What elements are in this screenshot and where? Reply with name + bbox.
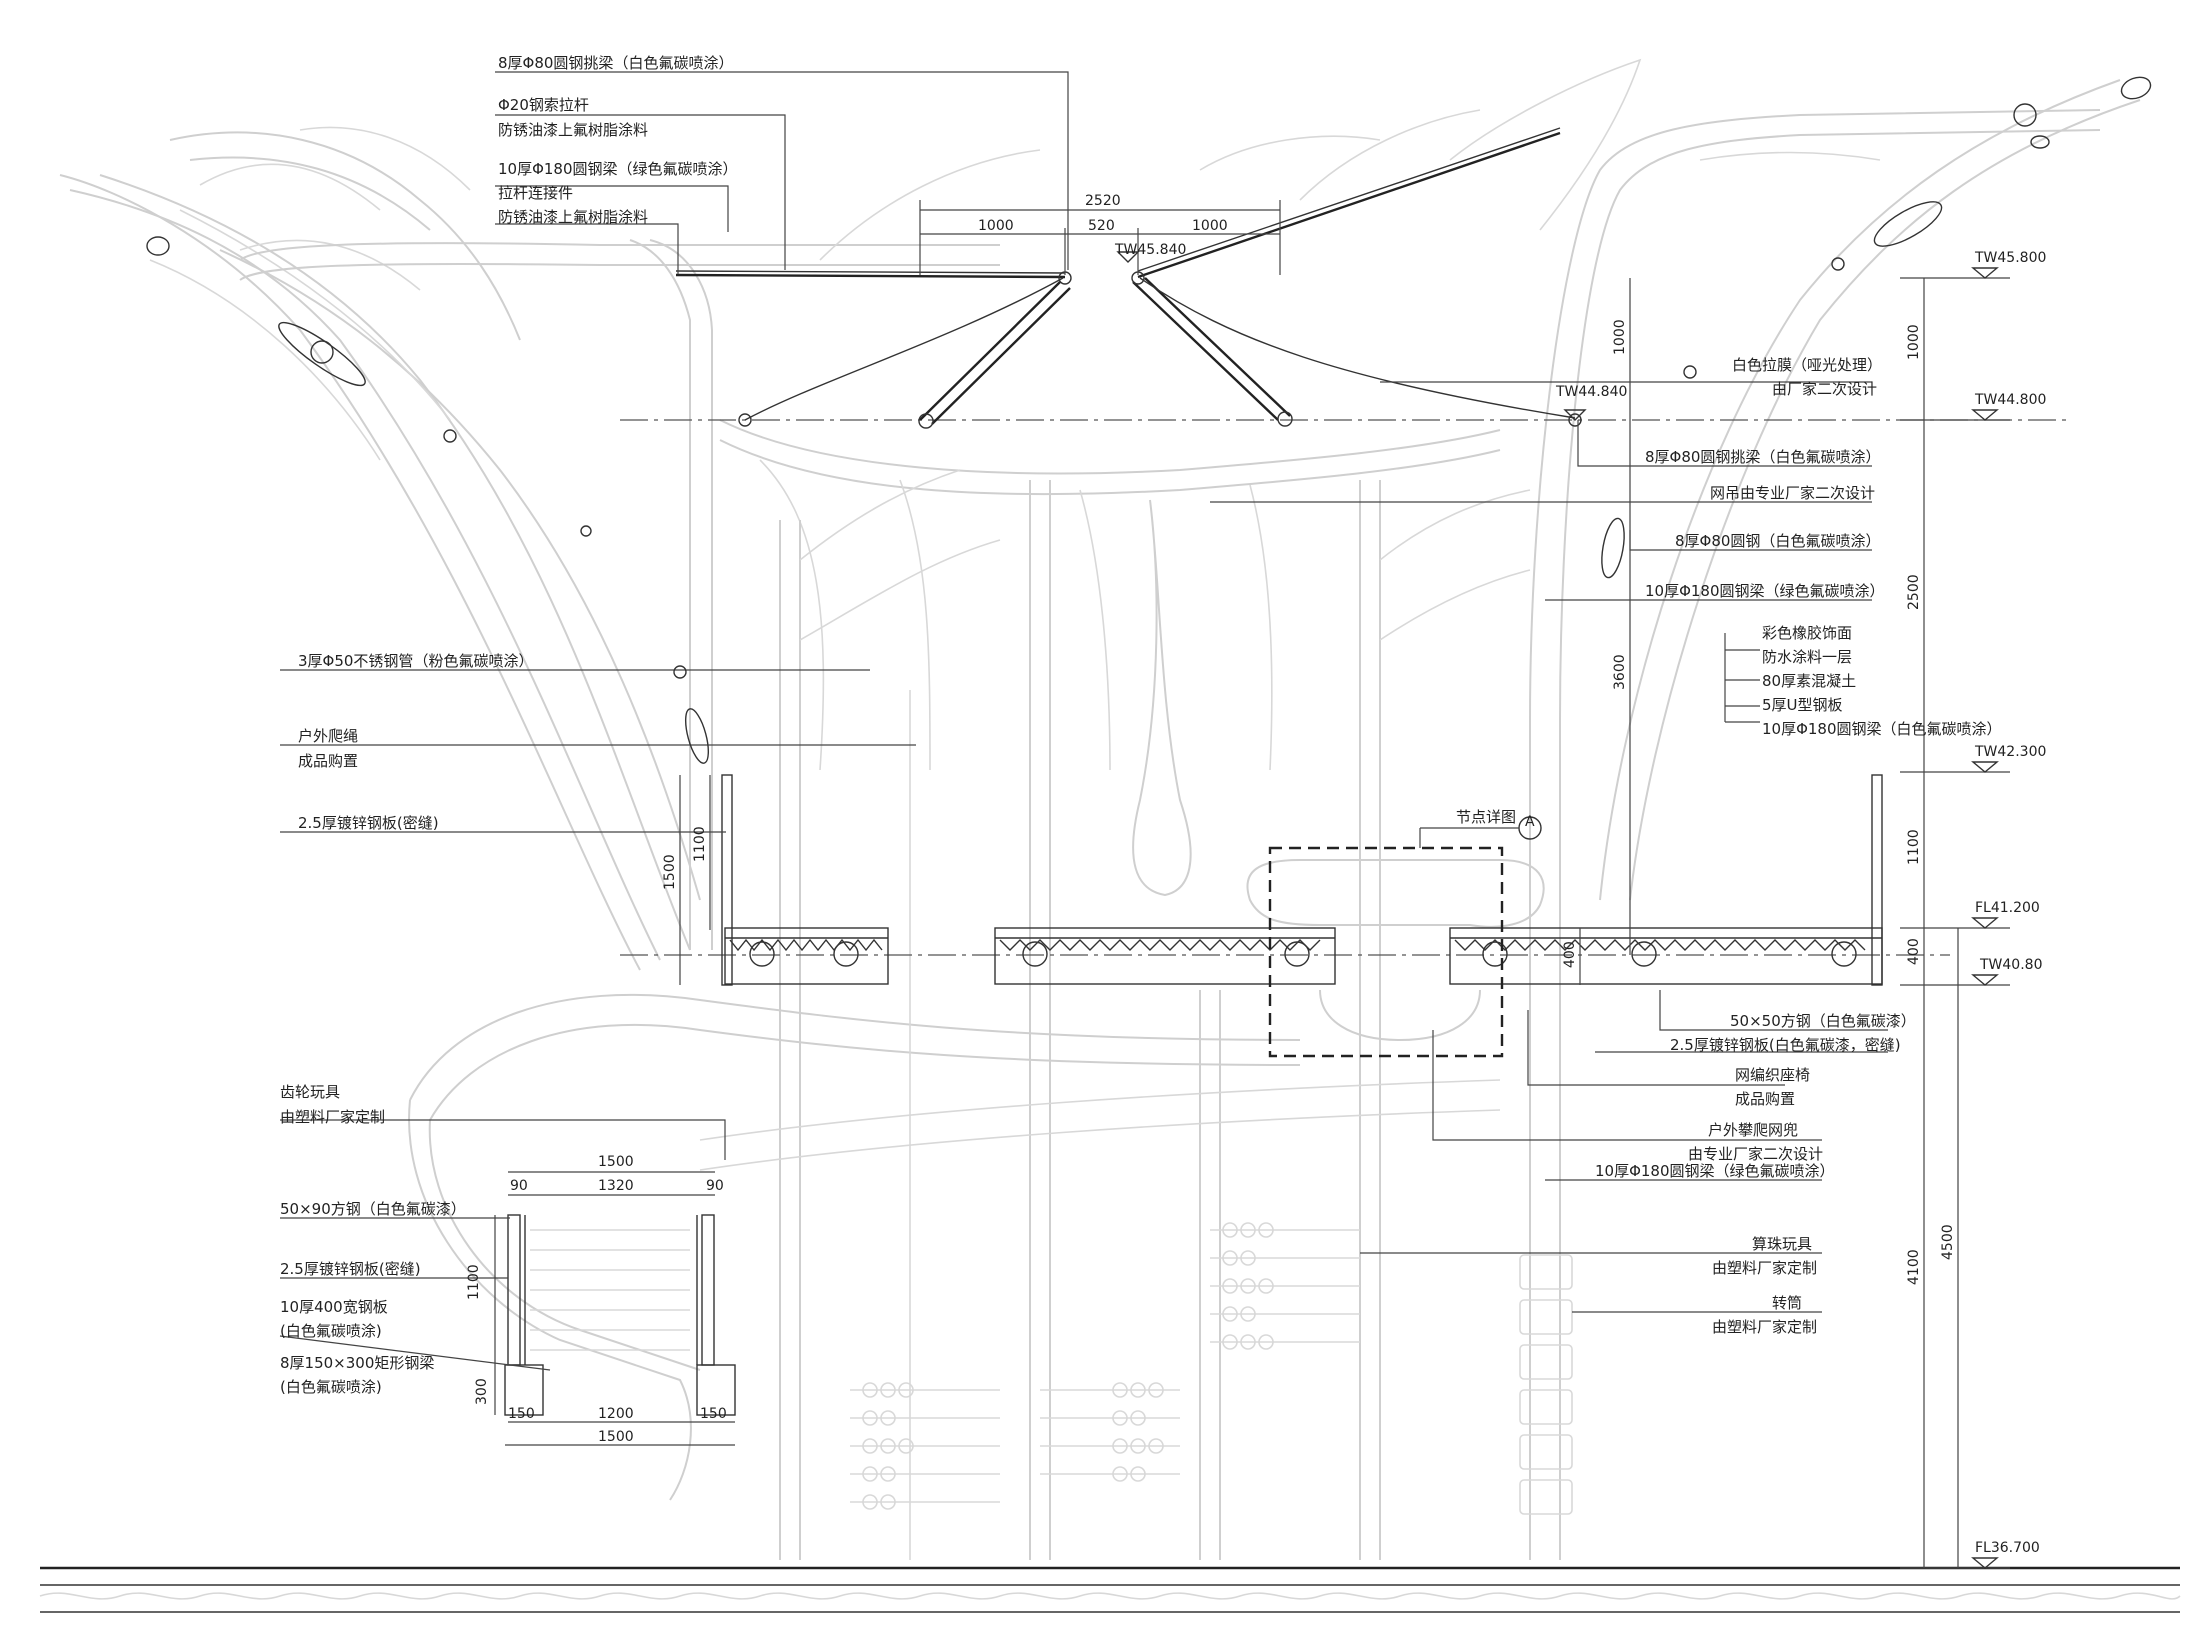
- dim-left: 1000: [978, 218, 1014, 234]
- right-labels: 白色拉膜（哑光处理） 由厂家二次设计 8厚Φ80圆钢挑梁（白色氟碳喷涂） 网吊由…: [1595, 356, 2002, 1336]
- dim-v-mid-400: 400: [1562, 941, 1578, 968]
- dim-v-left-1100: 1100: [692, 826, 708, 862]
- label-layer-3: 80厚素混凝土: [1762, 672, 1856, 690]
- platform-deck: [620, 774, 1950, 986]
- level-l4: FL41.200: [1975, 900, 2040, 916]
- label-gear-toy: 齿轮玩具: [280, 1083, 340, 1101]
- dimension-lines: [494, 200, 2010, 1569]
- label-spinner-note: 由塑料厂家定制: [1712, 1318, 1817, 1336]
- label-rod-connector-coat: 防锈油漆上氟树脂涂料: [498, 208, 648, 226]
- dim-v-mid-1000: 1000: [1612, 319, 1628, 355]
- ground-line: [39, 1566, 2181, 1613]
- vertical-dimension-text: 1000 2500 1100 400 4100 4500 1000 3600 4…: [662, 319, 1956, 1285]
- label-spinner: 转筒: [1772, 1294, 1802, 1312]
- dim-v-mid-3600: 3600: [1612, 654, 1628, 690]
- level-l2: TW44.800: [1974, 392, 2046, 408]
- dim-section-height: 1100: [466, 1264, 482, 1300]
- label-membrane: 白色拉膜（哑光处理）: [1732, 356, 1882, 374]
- level-l5: TW40.80: [1979, 957, 2042, 973]
- dim-section-side-left: 90: [510, 1178, 528, 1194]
- top-labels: 8厚Φ80圆钢挑梁（白色氟碳喷涂） Φ20钢索拉杆 防锈油漆上氟树脂涂料 10厚…: [498, 54, 738, 226]
- background-tree-structure: [59, 58, 2141, 1560]
- dim-section-beam-h: 300: [474, 1378, 490, 1405]
- label-rod-connector: 拉杆连接件: [498, 184, 573, 202]
- section-labels: 50×90方钢（白色氟碳漆） 2.5厚镀锌钢板(密缝) 10厚400宽钢板 (白…: [280, 1200, 466, 1396]
- label-square-steel: 50×50方钢（白色氟碳漆）: [1730, 1012, 1916, 1030]
- dim-section-top-total: 1500: [598, 1154, 634, 1170]
- railing-cross-section: [504, 1214, 736, 1416]
- label-net: 网吊由专业厂家二次设计: [1710, 484, 1875, 502]
- label-section-rect-beam-coat: (白色氟碳喷涂): [280, 1378, 382, 1396]
- dim-v-right-2500: 2500: [1906, 574, 1922, 610]
- label-beam-180-green-lower: 10厚Φ180圆钢梁（绿色氟碳喷涂）: [1595, 1162, 1835, 1180]
- label-layer-5: 10厚Φ180圆钢梁（白色氟碳喷涂）: [1762, 720, 2002, 738]
- dim-section-side-right: 90: [706, 1178, 724, 1194]
- label-beam-180: 10厚Φ180圆钢梁（绿色氟碳喷涂）: [1645, 582, 1885, 600]
- label-round-steel: 8厚Φ80圆钢（白色氟碳喷涂）: [1675, 532, 1880, 550]
- dim-right: 1000: [1192, 218, 1228, 234]
- dim-section-inner: 1320: [598, 1178, 634, 1194]
- label-cantilever: 8厚Φ80圆钢挑梁（白色氟碳喷涂）: [1645, 448, 1880, 466]
- label-climb-net-note: 由专业厂家二次设计: [1688, 1145, 1823, 1163]
- label-abacus-note: 由塑料厂家定制: [1712, 1259, 1817, 1277]
- level-node: TW44.840: [1555, 384, 1627, 400]
- label-abacus: 算珠玩具: [1752, 1235, 1812, 1253]
- abacus-beads: [862, 1222, 1274, 1510]
- detail-title: 节点详图: [1456, 808, 1516, 826]
- label-ss-pipe: 3厚Φ50不锈钢管（粉色氟碳喷涂）: [298, 652, 533, 670]
- leader-lines: [279, 71, 1888, 1371]
- dim-v-left-1500: 1500: [662, 854, 678, 890]
- section-dimension-text: 1500 90 1320 90 1100 300 150 1200 150 15…: [466, 1154, 727, 1445]
- label-rope-note: 成品购置: [298, 752, 358, 770]
- dim-middle: 520: [1088, 218, 1115, 234]
- label-beam-180-green: 10厚Φ180圆钢梁（绿色氟碳喷涂）: [498, 160, 738, 178]
- label-membrane-note: 由厂家二次设计: [1772, 380, 1877, 398]
- label-galv-plate-left: 2.5厚镀锌钢板(密缝): [298, 814, 439, 832]
- level-apex: TW45.840: [1114, 242, 1186, 258]
- label-woven-seat-note: 成品购置: [1735, 1090, 1795, 1108]
- membrane-anchor-right: [1568, 413, 1582, 427]
- spinner-barrels: [1519, 1254, 1573, 1515]
- label-cable-rod-coat: 防锈油漆上氟树脂涂料: [498, 121, 648, 139]
- dim-overall: 2520: [1085, 193, 1121, 209]
- tree-knots: [146, 76, 2152, 764]
- label-layer-1: 彩色橡胶饰面: [1762, 624, 1852, 642]
- label-cantilever-top: 8厚Φ80圆钢挑梁（白色氟碳喷涂）: [498, 54, 733, 72]
- label-rope: 户外爬绳: [298, 727, 358, 745]
- dim-section-foot-left: 150: [508, 1406, 535, 1422]
- label-section-rect-beam: 8厚150×300矩形钢梁: [280, 1354, 434, 1372]
- label-gear-toy-note: 由塑料厂家定制: [280, 1108, 385, 1126]
- dim-v-right-400: 400: [1906, 938, 1922, 965]
- dim-v-right-4100: 4100: [1906, 1249, 1922, 1285]
- label-section-plate-400-coat: (白色氟碳喷涂): [280, 1322, 382, 1340]
- dim-v-right-4500: 4500: [1940, 1224, 1956, 1260]
- strut-foot-right: [1277, 411, 1293, 427]
- level-l1: TW45.800: [1974, 250, 2046, 266]
- level-l3: TW42.300: [1974, 744, 2046, 760]
- dim-section-bottom-total: 1500: [598, 1429, 634, 1445]
- dim-section-bottom-inner: 1200: [598, 1406, 634, 1422]
- label-section-plate-400: 10厚400宽钢板: [280, 1298, 388, 1316]
- level-l6: FL36.700: [1975, 1540, 2040, 1556]
- label-galv-plate: 2.5厚镀锌钢板(白色氟碳漆，密缝): [1670, 1036, 1901, 1054]
- dim-section-foot-right: 150: [700, 1406, 727, 1422]
- level-markers: [1116, 251, 1999, 1569]
- label-section-square-steel: 50×90方钢（白色氟碳漆）: [280, 1200, 466, 1218]
- detail-callout-box: [1268, 846, 1504, 1058]
- label-section-galv-plate: 2.5厚镀锌钢板(密缝): [280, 1260, 421, 1278]
- top-dimension-text: 2520 1000 520 1000 TW45.840 TW44.840: [978, 193, 1627, 400]
- dim-v-right-1000: 1000: [1906, 324, 1922, 360]
- dim-v-right-1100: 1100: [1906, 829, 1922, 865]
- strut-foot-left: [918, 413, 934, 429]
- detail-tag: A: [1525, 814, 1535, 830]
- label-layer-2: 防水涂料一层: [1762, 648, 1852, 666]
- label-cable-rod: Φ20钢索拉杆: [498, 96, 589, 114]
- label-layer-4: 5厚U型钢板: [1762, 696, 1843, 714]
- left-labels: 3厚Φ50不锈钢管（粉色氟碳喷涂） 户外爬绳 成品购置 2.5厚镀锌钢板(密缝)…: [280, 652, 533, 1126]
- level-text: TW45.800 TW44.800 TW42.300 FL41.200 TW40…: [1974, 250, 2046, 1556]
- label-woven-seat: 网编织座椅: [1735, 1066, 1810, 1084]
- label-climb-net: 户外攀爬网兜: [1708, 1121, 1798, 1139]
- membrane-anchor-left: [738, 413, 752, 427]
